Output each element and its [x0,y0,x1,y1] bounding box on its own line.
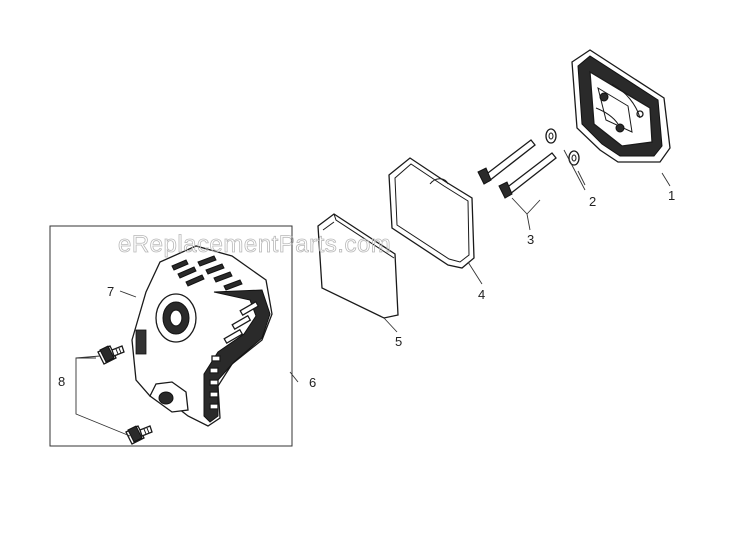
washer-icon [545,128,580,166]
air-cleaner-cover-icon [131,245,273,427]
callout-labels: 1 2 3 4 5 6 7 8 [58,188,675,390]
callout-3: 3 [527,232,534,247]
watermark-text: eReplacementParts.com [118,231,391,258]
callout-7: 7 [107,284,114,299]
callout-2: 2 [589,194,596,209]
callout-8: 8 [58,374,65,389]
knob-icon [97,345,153,445]
cover-assembly-box [49,225,293,447]
callout-1: 1 [668,188,675,203]
callout-4: 4 [478,287,485,302]
callout-6: 6 [309,375,316,390]
leader-lines [75,149,671,437]
callout-5: 5 [395,334,402,349]
bolt-icon [477,139,557,199]
gasket-icon [388,157,475,269]
air-filter-element-icon [317,213,399,319]
air-cleaner-base-icon [571,49,671,163]
